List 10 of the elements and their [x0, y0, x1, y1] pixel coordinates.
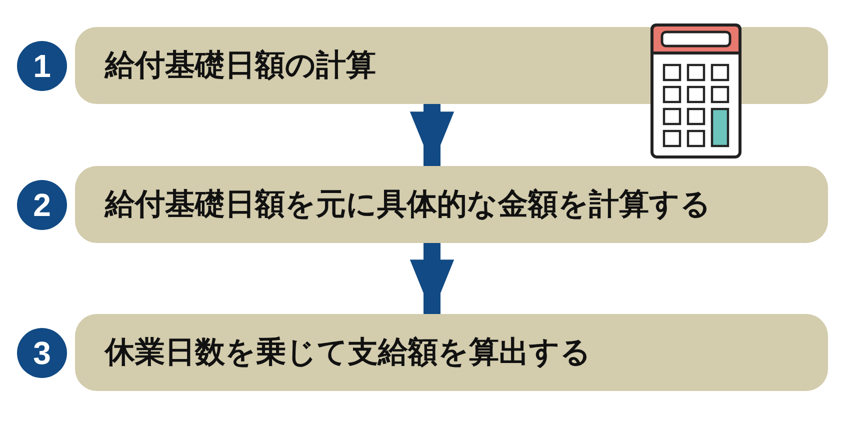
step-text: 給付基礎日額の計算 — [105, 47, 376, 85]
step-number: 1 — [17, 41, 67, 91]
down-arrow — [410, 104, 454, 166]
step-number: 2 — [17, 180, 67, 230]
step-text: 休業日数を乗じて支給額を算出する — [105, 334, 591, 372]
down-arrow — [410, 243, 454, 314]
step-text: 給付基礎日額を元に具体的な金額を計算する — [105, 186, 711, 224]
step-band — [75, 166, 828, 243]
step-band — [75, 314, 828, 391]
step-number: 3 — [17, 328, 67, 378]
